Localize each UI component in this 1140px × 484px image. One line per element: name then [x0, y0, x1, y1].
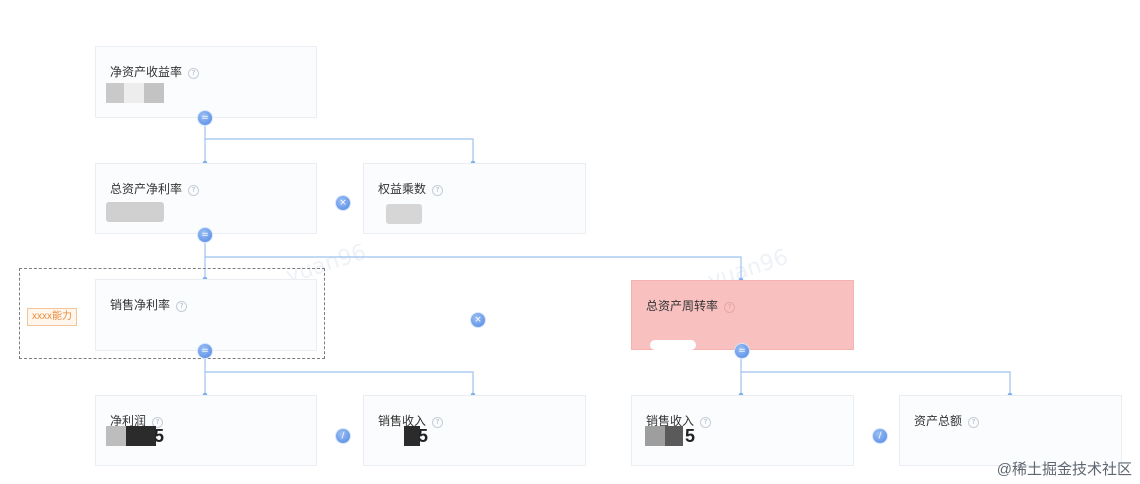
node-title: 销售收入 [646, 414, 695, 428]
node-total-assets[interactable]: 资产总额? [899, 395, 1122, 466]
divide-operator-icon[interactable]: / [873, 429, 887, 443]
help-icon[interactable]: ? [432, 417, 444, 428]
node-equity-multiplier[interactable]: 权益乘数? [363, 163, 586, 234]
help-icon[interactable]: ? [700, 417, 712, 428]
value-redacted [645, 426, 683, 446]
help-icon[interactable]: ? [188, 185, 200, 196]
connector-roa [204, 234, 742, 280]
help-icon[interactable]: ? [724, 302, 736, 313]
node-title: 总资产净利率 [110, 182, 183, 196]
node-title: 净资产收益率 [110, 65, 183, 79]
attribution-watermark: @稀土掘金技术社区 [996, 461, 1132, 478]
node-title: 资产总额 [914, 414, 963, 428]
value-redacted [106, 426, 156, 446]
capability-group [19, 268, 325, 359]
connector-net-margin [204, 351, 474, 395]
node-roe[interactable]: 净资产收益率? [95, 46, 317, 118]
node-asset-turnover[interactable]: 总资产周转率? [631, 280, 854, 350]
value-redacted [404, 426, 420, 446]
equals-operator-icon[interactable]: = [198, 111, 212, 125]
multiply-operator-icon[interactable]: × [471, 313, 485, 327]
help-icon[interactable]: ? [176, 301, 188, 312]
help-icon[interactable]: ? [432, 185, 444, 196]
connector-turnover [740, 351, 1011, 395]
node-net-margin[interactable]: 销售净利率? [95, 279, 317, 351]
node-sales-revenue-2[interactable]: 销售收入? 5 [631, 395, 854, 466]
equals-operator-icon[interactable]: = [198, 344, 212, 358]
node-title: 销售收入 [378, 414, 427, 428]
value-redacted [386, 204, 422, 224]
divide-operator-icon[interactable]: / [336, 429, 350, 443]
connector-roe [204, 118, 474, 163]
value-redacted [650, 340, 696, 350]
help-icon[interactable]: ? [188, 68, 200, 79]
equals-operator-icon[interactable]: = [198, 228, 212, 242]
value-redacted [106, 202, 164, 222]
node-value-tail: 5 [154, 426, 165, 446]
node-title: 净利润 [110, 414, 147, 428]
value-redacted [106, 83, 164, 103]
node-title: 总资产周转率 [646, 299, 719, 313]
help-icon[interactable]: ? [152, 417, 164, 428]
node-sales-revenue-1[interactable]: 销售收入? 5 [363, 395, 586, 466]
node-title: 权益乘数 [378, 182, 427, 196]
node-roa[interactable]: 总资产净利率? [95, 163, 317, 234]
equals-operator-icon[interactable]: = [735, 344, 749, 358]
help-icon[interactable]: ? [968, 417, 980, 428]
node-value-tail: 5 [418, 426, 429, 446]
capability-tag[interactable]: xxxx能力 [27, 308, 77, 326]
node-title: 销售净利率 [110, 298, 171, 312]
node-value-tail: 5 [685, 426, 696, 446]
node-net-profit[interactable]: 净利润? 5 [95, 395, 317, 466]
multiply-operator-icon[interactable]: × [336, 196, 350, 210]
